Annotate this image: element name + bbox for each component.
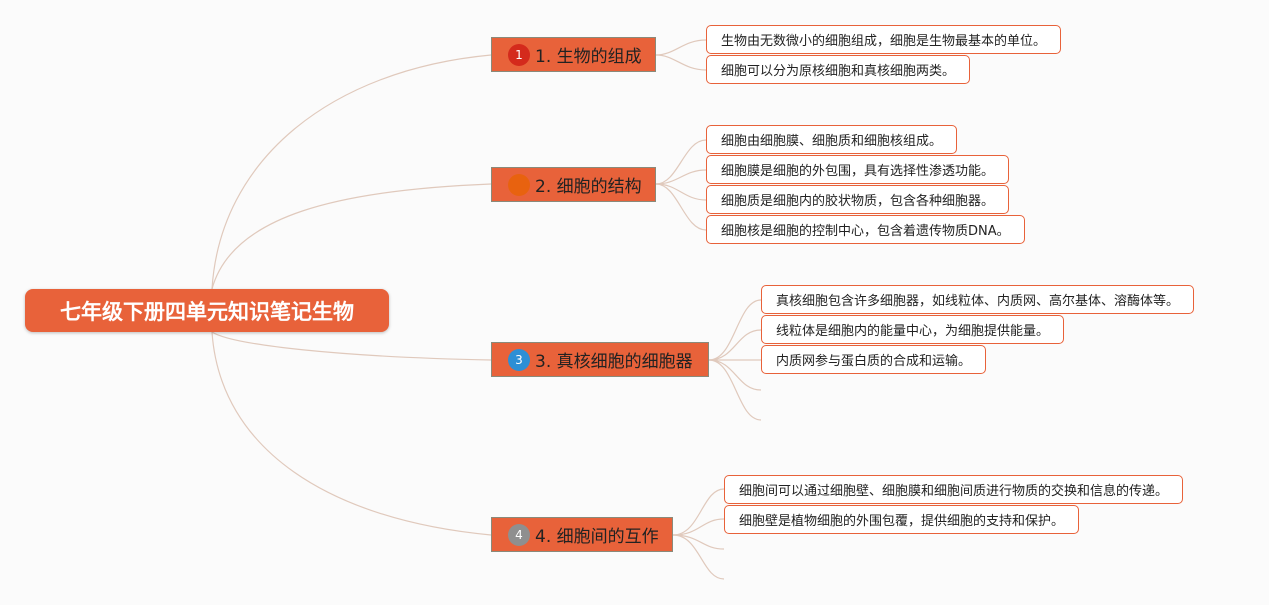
- branch-4-leaf-1[interactable]: 细胞间可以通过细胞壁、细胞膜和细胞间质进行物质的交换和信息的传递。: [724, 475, 1184, 504]
- priority-1-icon: 1: [508, 43, 530, 66]
- root-topic-label: 七年级下册四单元知识笔记生物: [60, 299, 354, 324]
- branch-4-label: 4. 细胞间的互作: [535, 527, 659, 547]
- branch-2-leaf-1[interactable]: 细胞由细胞膜、细胞质和细胞核组成。: [706, 125, 958, 154]
- branch-1-label: 1. 生物的组成: [535, 47, 642, 67]
- branch-3-leaf-3[interactable]: 内质网参与蛋白质的合成和运输。: [761, 345, 987, 374]
- branch-2-label: 2. 细胞的结构: [535, 177, 642, 197]
- connector-root-b4: [211, 331, 492, 536]
- branch-2-leaf-3[interactable]: 细胞质是细胞内的胶状物质，包含各种细胞器。: [706, 185, 1010, 214]
- branch-2-topic[interactable]: 2. 细胞的结构: [491, 167, 656, 202]
- connector-root-b2: [211, 183, 492, 290]
- branch-3-leaf-1[interactable]: 真核细胞包含许多细胞器，如线粒体、内质网、高尔基体、溶酶体等。: [761, 285, 1195, 314]
- connector-root-b3: [211, 331, 492, 361]
- priority-3-icon: 3: [508, 348, 530, 371]
- priority-2-icon: [508, 173, 530, 196]
- root-topic[interactable]: 七年级下册四单元知识笔记生物: [25, 289, 389, 332]
- branch-2-leaf-2[interactable]: 细胞膜是细胞的外包围，具有选择性渗透功能。: [706, 155, 1010, 184]
- priority-4-icon: 4: [508, 523, 530, 546]
- branch-3-label: 3. 真核细胞的细胞器: [535, 352, 693, 372]
- branch-1-leaf-1[interactable]: 生物由无数微小的细胞组成，细胞是生物最基本的单位。: [706, 25, 1062, 54]
- branch-1-leaf-2[interactable]: 细胞可以分为原核细胞和真核细胞两类。: [706, 55, 971, 84]
- connector-root-b1: [211, 54, 492, 290]
- branch-2-leaf-4[interactable]: 细胞核是细胞的控制中心，包含着遗传物质DNA。: [706, 215, 1025, 244]
- branch-3-topic[interactable]: 3 3. 真核细胞的细胞器: [491, 342, 709, 377]
- branch-4-topic[interactable]: 4 4. 细胞间的互作: [491, 517, 673, 552]
- branch-4-leaf-2[interactable]: 细胞壁是植物细胞的外围包覆，提供细胞的支持和保护。: [724, 505, 1080, 534]
- branch-1-topic[interactable]: 1 1. 生物的组成: [491, 37, 656, 72]
- branch-3-leaf-2[interactable]: 线粒体是细胞内的能量中心，为细胞提供能量。: [761, 315, 1065, 344]
